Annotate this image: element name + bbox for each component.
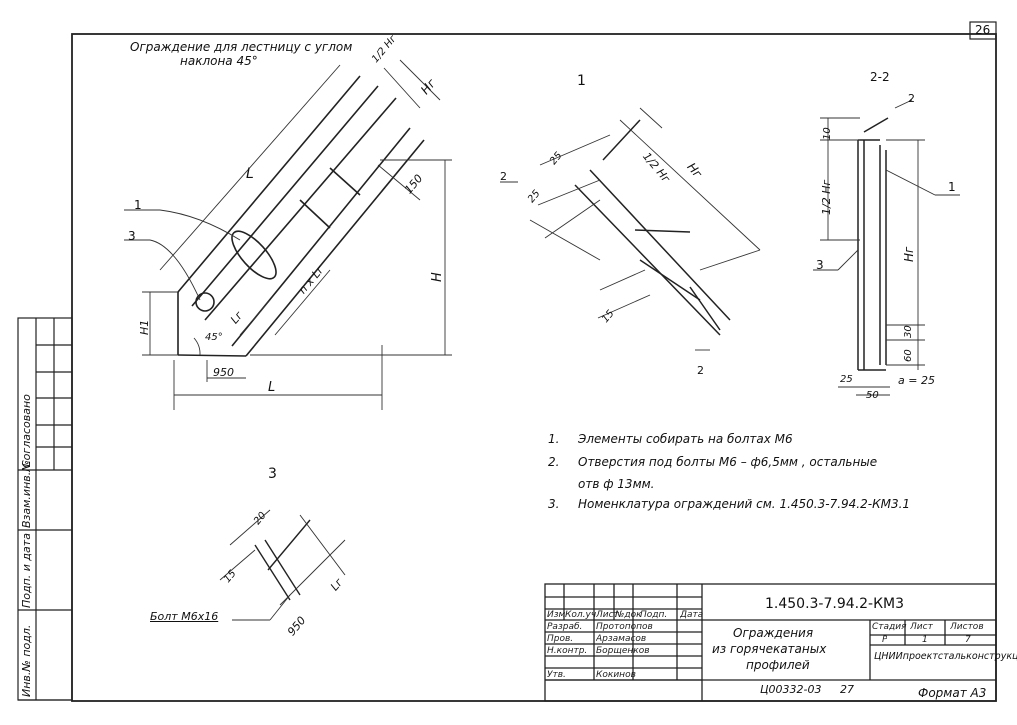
v3-bolt-label: Болт М6х16: [150, 610, 219, 623]
note-3-text: Номенклатура ограждений см. 1.450.3-7.94…: [578, 497, 911, 511]
note-1-num: 1.: [548, 432, 560, 446]
stage-value: Р: [882, 635, 888, 645]
sheets-value: 7: [965, 635, 971, 645]
s2-dim-30: 30: [903, 325, 914, 338]
col-ndok: №док: [615, 610, 642, 620]
s2-dim-half-he: 1/2 Hг: [820, 179, 833, 215]
archive-number: Ц00332-03: [760, 683, 822, 696]
note-3-num: 3.: [548, 497, 560, 511]
org-name: ЦНИИпроектстальконструкция: [874, 651, 1017, 662]
col-list: Лист: [596, 610, 619, 620]
s2-callout-1: 1: [948, 180, 956, 194]
staff-name-3: Борщенков: [596, 646, 650, 656]
stamp-vzam-inv: Взам.инв.№: [20, 460, 33, 528]
stamp-soglasovano: Согласовано: [20, 394, 33, 468]
stage-header: Стадия: [872, 622, 907, 632]
staff-name-1: Протопопов: [596, 622, 653, 632]
archive-sheet: 27: [840, 683, 854, 696]
dim-H: H: [430, 272, 445, 282]
s2-callout-3: 3: [816, 258, 824, 272]
title-name-2: из горячекатаных: [712, 642, 827, 656]
staff-name-2: Арзамасов: [596, 634, 647, 644]
dim-H1: H1: [138, 319, 151, 335]
callout-3: 3: [128, 229, 136, 243]
s2-dim-a25: a = 25: [898, 374, 935, 387]
dim-L-bottom: L: [268, 380, 276, 395]
dim-L-diagonal: L: [246, 166, 254, 182]
sheet-header: Лист: [910, 622, 933, 632]
page-number: 26: [975, 23, 991, 37]
title-name-3: профилей: [746, 658, 810, 672]
stamp-inv-podl: Инв.№ подл.: [20, 624, 33, 697]
v1-section-mark-bottom: 2: [697, 364, 704, 377]
s2-dim-25: 25: [840, 374, 853, 385]
s2-dim-50: 50: [866, 390, 879, 401]
drawing-title-line2: наклона 45°: [180, 54, 258, 68]
drawing-title: Ограждение для лестницу с углом: [130, 40, 353, 54]
note-1-text: Элементы собирать на болтах М6: [578, 432, 793, 446]
col-kol: Кол.уч: [565, 610, 597, 620]
callout-1: 1: [134, 198, 142, 212]
title-code: 1.450.3-7.94.2-КМ3: [765, 596, 904, 612]
section-2-2-label: 2-2: [870, 70, 890, 84]
col-data: Дата: [680, 610, 704, 620]
col-izm: Изм: [547, 610, 566, 620]
staff-name-4: Кокинов: [596, 670, 636, 680]
staff-role-3: Н.контр.: [547, 646, 588, 656]
dim-950: 950: [213, 366, 234, 379]
staff-role-1: Разраб.: [547, 622, 583, 632]
title-name-1: Ограждения: [733, 626, 814, 640]
view-3-label: 3: [268, 466, 277, 482]
note-2-text: Отверстия под болты М6 – ф6,5мм , осталь…: [578, 455, 878, 469]
staff-role-2: Пров.: [547, 634, 574, 644]
s2-dim-60: 60: [903, 349, 914, 362]
note-2b-text: отв ф 13мм.: [578, 477, 655, 491]
dim-45: 45°: [205, 332, 223, 343]
s2-dim-he: Hг: [902, 246, 916, 262]
view-1-label: 1: [577, 73, 586, 89]
stamp-podp-data: Подп. и дата: [20, 533, 33, 608]
s2-dim-10: 10: [822, 127, 833, 140]
sheet-value: 1: [922, 635, 928, 645]
format-label: Формат А3: [918, 686, 987, 700]
s2-callout-2: 2: [908, 92, 915, 105]
v1-section-mark-top: 2: [500, 170, 507, 183]
note-2-num: 2.: [548, 455, 560, 469]
col-podp: Подп.: [640, 610, 668, 620]
staff-role-4: Утв.: [547, 670, 566, 680]
sheets-header: Листов: [950, 622, 984, 632]
